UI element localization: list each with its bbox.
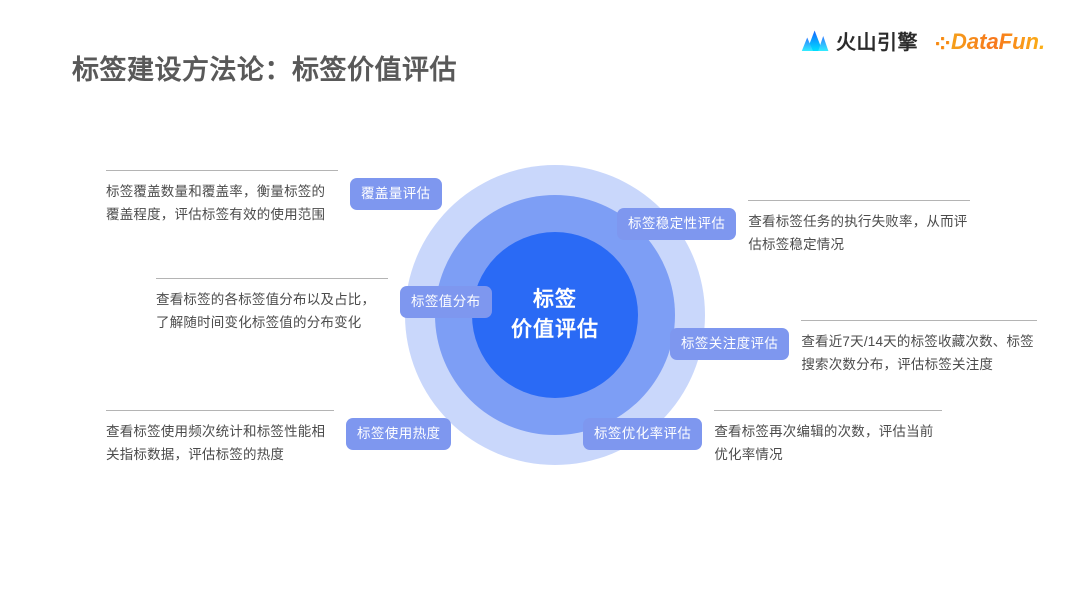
item-description: 查看标签的各标签值分布以及占比，了解随时间变化标签值的分布变化 xyxy=(156,292,376,331)
item-description: 查看标签再次编辑的次数，评估当前优化率情况 xyxy=(714,424,934,463)
diagram-item-stability[interactable]: 标签稳定性评估 查看标签任务的执行失败率，从而评估标签稳定情况 xyxy=(617,200,971,256)
divider-line xyxy=(714,410,943,411)
divider-line xyxy=(748,200,971,201)
volcano-engine-wordmark: 火山引擎 xyxy=(836,32,918,54)
page-title: 标签建设方法论：标签价值评估 xyxy=(72,55,457,85)
item-badge[interactable]: 标签关注度评估 xyxy=(670,328,790,360)
logo-row: 火山引擎 DataFun. xyxy=(801,26,1058,55)
diagram-item-usage-heat[interactable]: 查看标签使用频次统计和标签性能相关指标数据，评估标签的热度 标签使用热度 xyxy=(106,410,452,466)
item-badge[interactable]: 标签稳定性评估 xyxy=(617,208,737,240)
description-block: 查看标签任务的执行失败率，从而评估标签稳定情况 xyxy=(748,200,971,256)
diagram-item-coverage[interactable]: 标签覆盖数量和覆盖率，衡量标签的覆盖程度，评估标签有效的使用范围 覆盖量评估 xyxy=(106,170,442,226)
item-badge[interactable]: 标签使用热度 xyxy=(346,418,452,450)
item-badge[interactable]: 标签值分布 xyxy=(400,286,492,318)
item-description: 查看近7天/14天的标签收藏次数、标签搜索次数分布，评估标签关注度 xyxy=(801,334,1034,373)
datafun-wordmark-icon: DataFun. xyxy=(936,29,1045,54)
datafun-logo: DataFun. xyxy=(936,28,1058,54)
hub-title-line-1: 标签 xyxy=(533,287,577,311)
description-block: 查看近7天/14天的标签收藏次数、标签搜索次数分布，评估标签关注度 xyxy=(801,320,1038,376)
divider-line xyxy=(156,278,388,279)
divider-line xyxy=(801,320,1038,321)
volcano-mountain-icon xyxy=(801,30,829,51)
item-description: 标签覆盖数量和覆盖率，衡量标签的覆盖程度，评估标签有效的使用范围 xyxy=(106,184,326,223)
description-block: 查看标签的各标签值分布以及占比，了解随时间变化标签值的分布变化 xyxy=(156,278,388,334)
description-block: 标签覆盖数量和覆盖率，衡量标签的覆盖程度，评估标签有效的使用范围 xyxy=(106,170,338,226)
description-block: 查看标签再次编辑的次数，评估当前优化率情况 xyxy=(714,410,943,466)
item-description: 查看标签使用频次统计和标签性能相关指标数据，评估标签的热度 xyxy=(106,424,326,463)
volcano-engine-logo: 火山引擎 xyxy=(801,26,918,55)
slide-header: 标签建设方法论：标签价值评估 火山引擎 xyxy=(0,0,1080,110)
hub-title-line-2: 价值评估 xyxy=(511,317,599,341)
diagram-item-value-distribution[interactable]: 查看标签的各标签值分布以及占比，了解随时间变化标签值的分布变化 标签值分布 xyxy=(156,278,492,334)
item-badge[interactable]: 标签优化率评估 xyxy=(583,418,703,450)
divider-line xyxy=(106,170,338,171)
item-description: 查看标签任务的执行失败率，从而评估标签稳定情况 xyxy=(748,214,968,253)
divider-line xyxy=(106,410,334,411)
diagram-item-attention[interactable]: 标签关注度评估 查看近7天/14天的标签收藏次数、标签搜索次数分布，评估标签关注… xyxy=(670,320,1038,376)
svg-text:DataFun.: DataFun. xyxy=(951,29,1045,54)
diagram-item-optimization-rate[interactable]: 标签优化率评估 查看标签再次编辑的次数，评估当前优化率情况 xyxy=(583,410,943,466)
description-block: 查看标签使用频次统计和标签性能相关指标数据，评估标签的热度 xyxy=(106,410,334,466)
item-badge[interactable]: 覆盖量评估 xyxy=(350,178,442,210)
hub-core: 标签 价值评估 xyxy=(472,232,638,398)
